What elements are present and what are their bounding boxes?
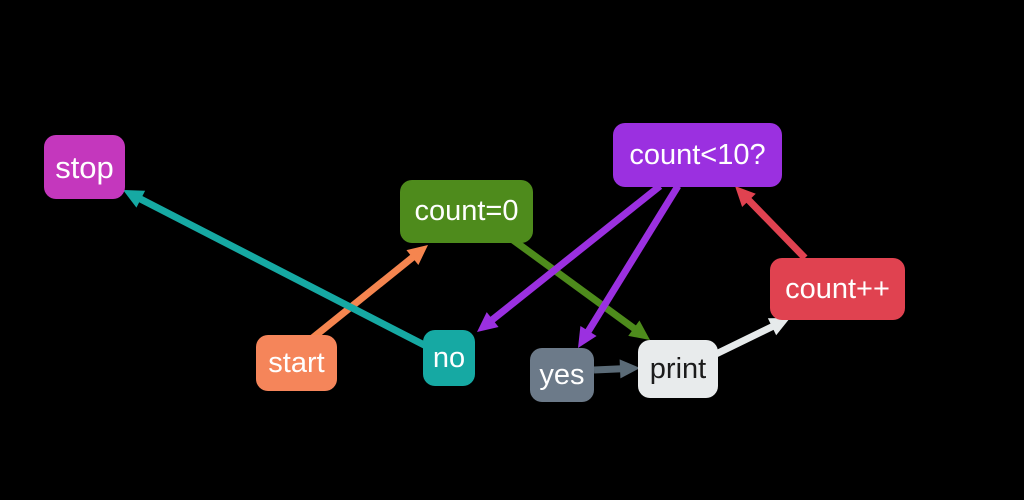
arrowhead-icon <box>619 359 640 379</box>
edge-no-to-stop <box>123 190 432 352</box>
node-label: count=0 <box>414 195 519 227</box>
node-print[interactable]: print <box>638 340 718 398</box>
node-label: count++ <box>785 272 890 305</box>
edge-countlt-to-no <box>477 183 663 332</box>
node-no[interactable]: no <box>423 330 475 386</box>
node-label: yes <box>539 358 585 391</box>
edge-line <box>137 195 432 352</box>
node-label: start <box>268 346 325 379</box>
edge-countlt-to-yes <box>578 184 681 348</box>
node-label: stop <box>55 149 114 185</box>
node-countlt[interactable]: count<10? <box>613 123 782 187</box>
arrowhead-icon <box>578 325 597 348</box>
edge-line <box>712 322 776 359</box>
edge-line <box>307 253 417 343</box>
arrowhead-icon <box>628 320 650 340</box>
arrowhead-icon <box>477 312 499 332</box>
edge-line <box>510 237 638 333</box>
node-countpp[interactable]: count++ <box>770 258 905 320</box>
node-yes[interactable]: yes <box>530 348 594 402</box>
edge-line <box>488 183 663 324</box>
node-stop[interactable]: stop <box>44 135 125 199</box>
edge-line <box>593 365 623 374</box>
edge-line <box>745 196 808 261</box>
arrowhead-icon <box>767 318 790 336</box>
node-count0[interactable]: count=0 <box>400 180 533 243</box>
edge-start-to-count0 <box>307 245 428 343</box>
node-label: no <box>432 341 466 374</box>
node-start[interactable]: start <box>256 335 337 391</box>
edge-count0-to-print <box>510 237 650 340</box>
edge-yes-to-print <box>593 359 640 379</box>
node-label: print <box>649 352 707 385</box>
edge-countpp-to-countlt <box>735 186 808 261</box>
edge-line <box>584 184 681 335</box>
arrowhead-icon <box>406 245 428 265</box>
edge-print-to-countpp <box>712 318 790 359</box>
node-label: count<10? <box>629 138 766 171</box>
arrowhead-icon <box>735 186 756 207</box>
arrowhead-icon <box>123 190 146 208</box>
